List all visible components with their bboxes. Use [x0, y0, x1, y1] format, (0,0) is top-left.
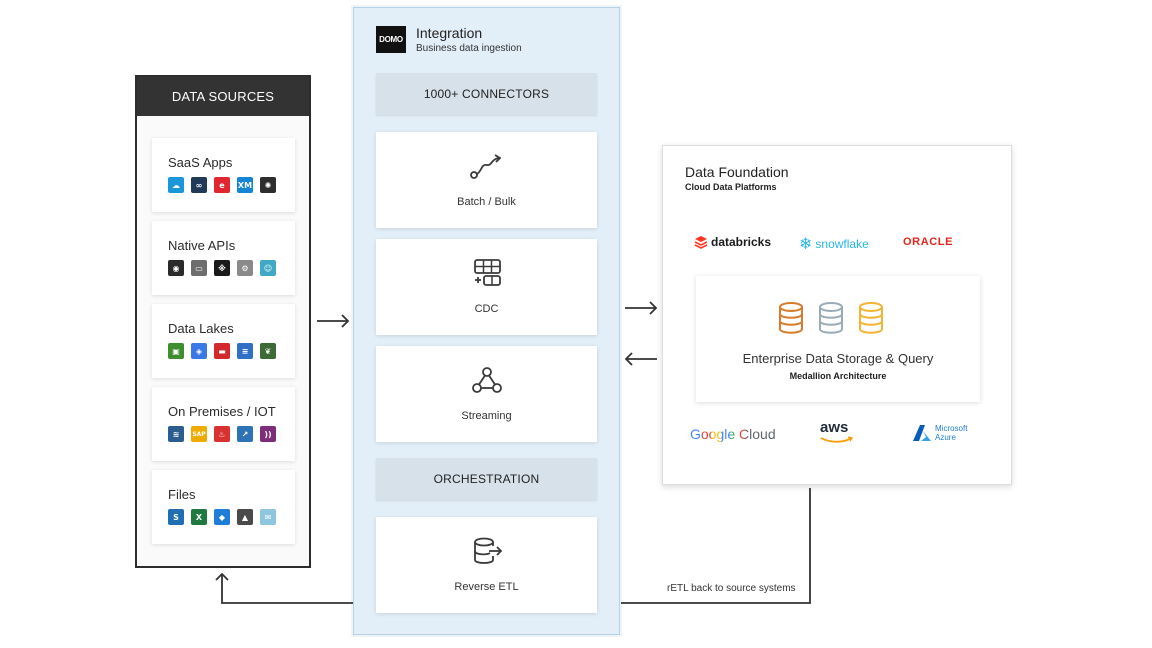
xm-app-icon: XM	[237, 177, 253, 193]
arrow-sources-to-integration	[317, 314, 350, 328]
google-cloud-text: Google Cloud	[690, 426, 776, 442]
snowflake-text: snowflake	[815, 237, 869, 251]
jdbc-icon: ♨	[214, 426, 230, 442]
reverse-etl-label: Reverse ETL	[454, 581, 519, 593]
data-sources-panel: DATA SOURCES SaaS Apps ☁ ∞ e XM ✺ Native API…	[135, 75, 311, 568]
azure-text-line1: Microsoft	[935, 424, 968, 433]
databricks-logo: databricks	[694, 235, 771, 249]
streaming-card[interactable]: Streaming	[376, 346, 597, 442]
mailchimp-icon: ☺	[260, 260, 276, 276]
google-drive-icon: ▲	[237, 509, 253, 525]
webhook-app-icon: ⚙	[237, 260, 253, 276]
kafka-icon: ※	[214, 260, 230, 276]
table-change-icon	[473, 259, 501, 286]
arrow-integration-to-foundation	[625, 301, 658, 315]
hubspot-icon: ✺	[260, 177, 276, 193]
domo-logo: DOMO	[376, 26, 406, 53]
storage-subtitle: Medallion Architecture	[789, 371, 887, 381]
database-export-icon	[473, 537, 502, 564]
aws-smile-icon	[820, 436, 854, 443]
webhook-icon	[471, 367, 502, 393]
source-icon-row: ☁ ∞ e XM ✺	[168, 177, 295, 193]
bigquery-icon: ◈	[191, 343, 207, 359]
source-card-native-apis[interactable]: Native APIs ◉ ▭ ※ ⚙ ☺	[152, 221, 295, 295]
snowflake-icon: ❄	[799, 236, 813, 253]
foundation-subtitle: Cloud Data Platforms	[685, 182, 777, 192]
source-card-saas-apps[interactable]: SaaS Apps ☁ ∞ e XM ✺	[152, 138, 295, 212]
ftp-icon: ↗	[237, 426, 253, 442]
bronze-database-icon	[779, 302, 803, 334]
retl-flow-label: rETL back to source systems	[667, 583, 796, 594]
integration-title: Integration	[416, 25, 483, 41]
orchestration-banner: ORCHESTRATION	[376, 458, 597, 500]
batch-bulk-label: Batch / Bulk	[457, 196, 516, 208]
infinity-app-icon: ∞	[191, 177, 207, 193]
mongodb-icon: ❦	[260, 343, 276, 359]
circle-app-icon: ◉	[168, 260, 184, 276]
arrow-integration-to-sources	[215, 572, 353, 604]
gold-database-icon	[859, 302, 883, 334]
data-sources-header: DATA SOURCES	[137, 77, 309, 116]
excel-icon: X	[191, 509, 207, 525]
snowflake-logo: ❄ snowflake	[799, 234, 869, 254]
aws-logo: aws	[820, 420, 854, 443]
source-card-title: Native APIs	[168, 238, 236, 253]
databricks-text: databricks	[711, 235, 772, 249]
storage-tiers-icons	[779, 302, 883, 334]
source-card-title: Data Lakes	[168, 321, 234, 336]
email-file-icon: ✉	[260, 509, 276, 525]
storage-title: Enterprise Data Storage & Query	[742, 351, 934, 366]
azure-logo: Microsoft Azure	[912, 424, 967, 442]
cdc-card[interactable]: CDC	[376, 239, 597, 335]
google-cloud-logo: Google Cloud	[690, 426, 776, 442]
azure-blob-icon: ≡	[237, 343, 253, 359]
azure-text: Microsoft Azure	[935, 424, 967, 442]
sap-icon: SAP	[191, 426, 207, 442]
source-card-title: SaaS Apps	[168, 155, 233, 170]
dropbox-icon: ◆	[214, 509, 230, 525]
oracle-logo: ORACLE	[903, 236, 953, 248]
oracle-text: ORACLE	[903, 236, 954, 248]
enterprise-storage-card[interactable]: Enterprise Data Storage & Query Medallio…	[696, 276, 980, 402]
e-app-icon: e	[214, 177, 230, 193]
databricks-icon	[694, 236, 708, 249]
salesforce-icon: ☁	[168, 177, 184, 193]
source-card-data-lakes[interactable]: Data Lakes ▣ ◈ ▬ ≡ ❦	[152, 304, 295, 378]
aws-text: aws	[820, 419, 849, 436]
oracle-db-icon: ▬	[214, 343, 230, 359]
batch-bulk-card[interactable]: Batch / Bulk	[376, 132, 597, 228]
integration-subtitle: Business data ingestion	[416, 43, 522, 54]
mysql-icon: ≋	[168, 426, 184, 442]
rss-feed-icon: ))	[260, 426, 276, 442]
cdc-label: CDC	[474, 303, 499, 315]
foundation-title: Data Foundation	[685, 164, 789, 180]
source-card-title: Files	[168, 487, 196, 502]
streaming-label: Streaming	[461, 410, 512, 422]
reverse-etl-card[interactable]: Reverse ETL	[376, 517, 597, 613]
silver-database-icon	[819, 302, 843, 334]
flow-path-icon	[469, 154, 501, 179]
source-card-title: On Premises / IOT	[168, 404, 276, 419]
source-card-on-premises-iot[interactable]: On Premises / IOT ≋ SAP ♨ ↗))	[152, 387, 295, 461]
source-icon-row: ◉ ▭ ※ ⚙ ☺	[168, 260, 295, 276]
s3-bucket-icon: ▣	[168, 343, 184, 359]
data-foundation-panel: Data Foundation Cloud Data Platforms dat…	[662, 145, 1012, 485]
arrow-foundation-to-integration	[624, 352, 657, 366]
integration-panel: DOMO Integration Business data ingestion…	[353, 7, 620, 635]
sharepoint-icon: S	[168, 509, 184, 525]
source-icon-row: ≋ SAP ♨ ↗))	[168, 426, 295, 442]
monitor-app-icon: ▭	[191, 260, 207, 276]
azure-text-line2: Azure	[935, 433, 956, 442]
source-icon-row: ▣ ◈ ▬ ≡ ❦	[168, 343, 295, 359]
connectors-banner: 1000+ CONNECTORS	[376, 73, 597, 115]
azure-icon	[913, 425, 931, 441]
